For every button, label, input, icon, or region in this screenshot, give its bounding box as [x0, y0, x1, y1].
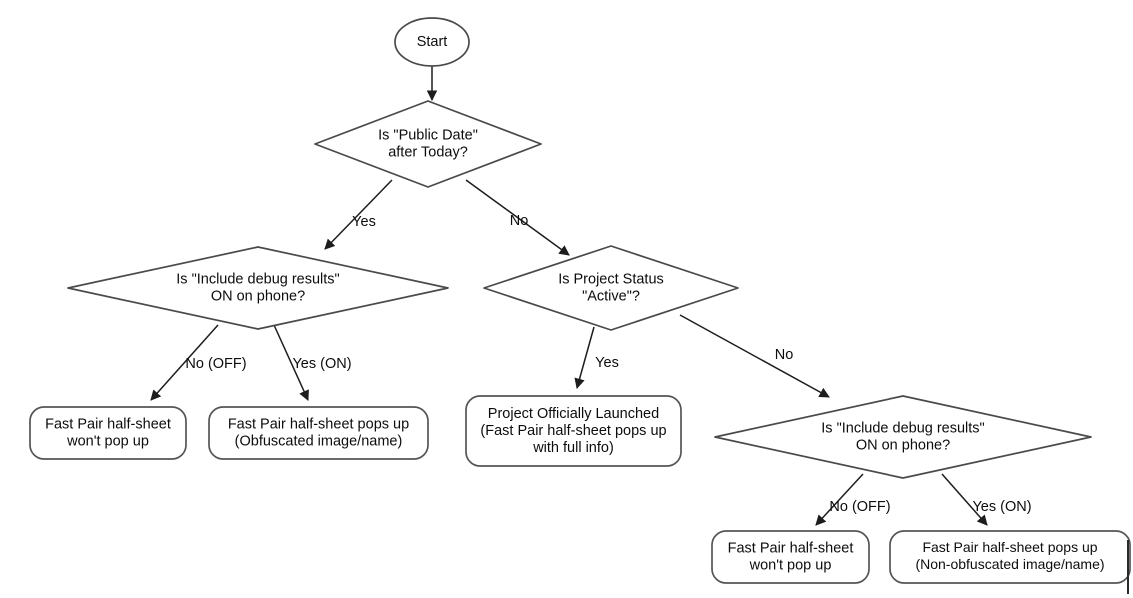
edge-label-public-date-no: No: [510, 213, 529, 229]
terminator-left-off-line2: won't pop up: [66, 433, 149, 449]
node-terminator-launched[interactable]: Project Officially Launched (Fast Pair h…: [465, 395, 682, 467]
edge-label-debug-left-yes: Yes (ON): [292, 356, 351, 372]
edge-debug-right-yes: [941, 473, 988, 526]
decision-project-status-shape: [483, 245, 739, 331]
node-terminator-left-on[interactable]: Fast Pair half-sheet pops up (Obfuscated…: [208, 406, 429, 460]
node-decision-debug-right[interactable]: Is "Include debug results" ON on phone?: [714, 395, 1092, 479]
node-decision-public-date[interactable]: Is "Public Date" after Today?: [314, 100, 542, 188]
terminator-left-on-shape: [208, 406, 429, 460]
edge-label-public-date-yes: Yes: [352, 214, 376, 230]
edge-debug-left-yes: [273, 324, 309, 401]
edge-project-status-no: [679, 314, 830, 398]
edge-label-debug-right-yes: Yes (ON): [972, 499, 1031, 515]
edge-labels-layer: Yes No No (OFF) Yes (ON) Yes No No (OFF)…: [185, 213, 1031, 515]
edge-debug-right-no: [815, 473, 864, 526]
decision-public-date-line2: after Today?: [388, 144, 468, 160]
terminator-launched-shape: [465, 395, 682, 467]
decision-public-date-shape: [314, 100, 542, 188]
decision-public-date-line1: Is "Public Date": [378, 127, 478, 143]
edge-label-project-status-yes: Yes: [595, 355, 619, 371]
decision-project-status-line2: "Active"?: [582, 288, 640, 304]
edge-public-date-no: [465, 179, 570, 256]
terminator-right-on-shape: [889, 530, 1131, 584]
decision-debug-right-shape: [714, 395, 1092, 479]
edge-public-date-yes: [324, 179, 393, 250]
node-terminator-right-on[interactable]: Fast Pair half-sheet pops up (Non-obfusc…: [889, 530, 1131, 584]
start-label: Start: [417, 34, 448, 50]
decision-debug-left-line2: ON on phone?: [211, 288, 305, 304]
node-terminator-right-off[interactable]: Fast Pair half-sheet won't pop up: [711, 530, 870, 584]
terminator-right-off-line1: Fast Pair half-sheet: [728, 540, 854, 556]
terminator-right-off-shape: [711, 530, 870, 584]
decision-debug-right-line1: Is "Include debug results": [821, 420, 984, 436]
terminator-right-on-line1: Fast Pair half-sheet pops up: [922, 539, 1097, 555]
edge-label-debug-right-no: No (OFF): [829, 499, 890, 515]
node-decision-project-status[interactable]: Is Project Status "Active"?: [483, 245, 739, 331]
decision-project-status-line1: Is Project Status: [558, 271, 664, 287]
terminator-right-on-line2: (Non-obfuscated image/name): [915, 556, 1104, 572]
node-terminator-left-off[interactable]: Fast Pair half-sheet won't pop up: [29, 406, 187, 460]
edges-layer: [150, 66, 988, 526]
decision-debug-left-line1: Is "Include debug results": [176, 271, 339, 287]
decision-debug-right-line2: ON on phone?: [856, 437, 950, 453]
node-decision-debug-left[interactable]: Is "Include debug results" ON on phone?: [67, 246, 449, 330]
terminator-right-off-line2: won't pop up: [749, 557, 832, 573]
node-start[interactable]: Start: [394, 17, 470, 67]
edge-label-project-status-no: No: [775, 347, 794, 363]
edge-label-debug-left-no: No (OFF): [185, 356, 246, 372]
terminator-left-off-shape: [29, 406, 187, 460]
terminator-launched-line1: Project Officially Launched: [488, 406, 659, 422]
terminator-left-on-line1: Fast Pair half-sheet pops up: [228, 416, 409, 432]
terminator-left-off-line1: Fast Pair half-sheet: [45, 416, 171, 432]
edge-project-status-yes: [574, 326, 595, 390]
terminator-left-on-line2: (Obfuscated image/name): [235, 433, 403, 449]
terminator-launched-line2: (Fast Pair half-sheet pops up: [480, 423, 666, 439]
edge-debug-left-no: [150, 324, 219, 401]
terminator-launched-line3: with full info): [532, 440, 614, 456]
start-ellipse-shape: [394, 17, 470, 67]
decision-debug-left-shape: [67, 246, 449, 330]
